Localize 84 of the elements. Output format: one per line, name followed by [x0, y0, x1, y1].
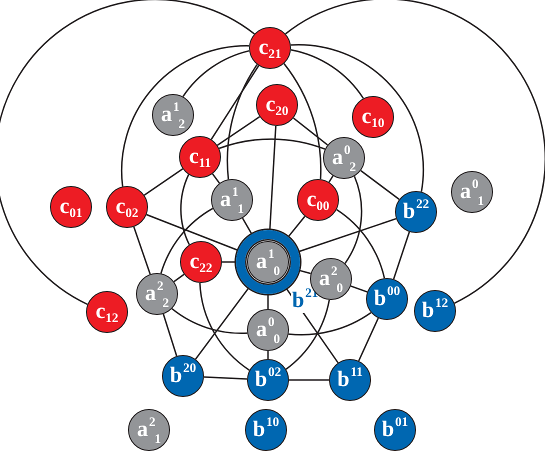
node-label: b$^{00}$: [374, 286, 400, 312]
circle-node: [374, 409, 416, 451]
connector-line: [285, 0, 545, 304]
node-label: c$_{10}$: [362, 104, 384, 130]
node-label: c$_{11}$: [188, 144, 212, 170]
connector-line: [212, 173, 220, 184]
connector-line: [194, 287, 250, 360]
connector-line: [267, 351, 269, 359]
connector-line: [199, 282, 250, 371]
node-label: b$^{20}$: [170, 364, 196, 388]
connector-line: [336, 209, 386, 278]
circle-node: [50, 186, 92, 228]
circle-node: [297, 179, 339, 221]
connector-line: [210, 65, 260, 140]
connector-line: [288, 312, 372, 336]
connector-line: [174, 274, 184, 282]
connector-line: [144, 168, 184, 196]
connector-line: [120, 45, 250, 186]
circle-node: [162, 355, 204, 397]
connector-line: [289, 379, 329, 381]
circle-node: [152, 94, 194, 136]
node-label: c$_{12}$: [96, 300, 118, 324]
connector-line: [146, 214, 238, 252]
connector-line: [288, 216, 306, 238]
connector-line: [392, 232, 410, 280]
circle-node: [245, 409, 287, 451]
connector-line: [283, 63, 322, 180]
connector-line: [358, 318, 379, 362]
circle-node: [179, 136, 221, 178]
connector-line: [242, 218, 253, 235]
connector-line: [180, 174, 190, 245]
node-label: c$_{21}$: [258, 36, 282, 60]
node-label: c$_{02}$: [116, 194, 138, 220]
connector-line: [222, 261, 236, 263]
connector-line: [269, 126, 277, 230]
circle-node: [247, 309, 289, 351]
circle-node: [128, 409, 170, 451]
node-label: b$^{22}$: [402, 200, 430, 224]
connector-line: [290, 49, 364, 99]
connector-line: [0, 0, 255, 306]
circle-node: [329, 359, 371, 401]
circle-node: [247, 241, 289, 283]
circle-node: [256, 84, 298, 126]
circle-node: [136, 273, 178, 315]
connector-line: [298, 270, 311, 274]
connector-line: [267, 294, 269, 309]
connector-line: [344, 176, 362, 264]
connector-line: [298, 218, 396, 252]
circle-node: [86, 291, 128, 333]
circle-node: [414, 290, 456, 332]
connector-line: [293, 117, 328, 146]
node-label: b$^{01}$: [382, 418, 408, 442]
circle-node: [211, 179, 253, 221]
connector-line: [328, 175, 334, 183]
node-label: c$_{00}$: [306, 188, 330, 212]
node-label: c$_{22}$: [190, 250, 212, 274]
circle-node: [180, 241, 222, 283]
node-label: b$^{12}$: [422, 298, 448, 324]
connector-line: [162, 314, 178, 356]
circle-node: [249, 27, 291, 69]
connector-line: [160, 208, 214, 274]
circle-node: [352, 96, 394, 138]
connector-line: [204, 376, 248, 380]
circle-node: [106, 186, 148, 228]
connector-line: [133, 226, 151, 274]
node-label: b$^{11}$: [337, 368, 363, 392]
connector-line: [290, 44, 424, 192]
connector-line: [172, 308, 248, 334]
connector-line: [350, 285, 368, 293]
connector-line: [182, 50, 250, 97]
connector-line: [226, 64, 258, 180]
node-label: c$_{01}$: [60, 194, 82, 220]
node-label: b$^{02}$: [254, 368, 282, 392]
circle-node: [451, 171, 493, 213]
node-label: c$_{20}$: [266, 92, 288, 118]
connector-line: [216, 116, 260, 146]
circle-node: [247, 359, 289, 401]
node-label: b$^{10}$: [252, 418, 280, 442]
circle-node: [323, 137, 365, 179]
circle-node: [395, 191, 437, 233]
connector-line: [218, 138, 326, 150]
connector-line: [286, 300, 330, 370]
connector-line: [360, 170, 400, 200]
circle-node: [366, 278, 408, 320]
